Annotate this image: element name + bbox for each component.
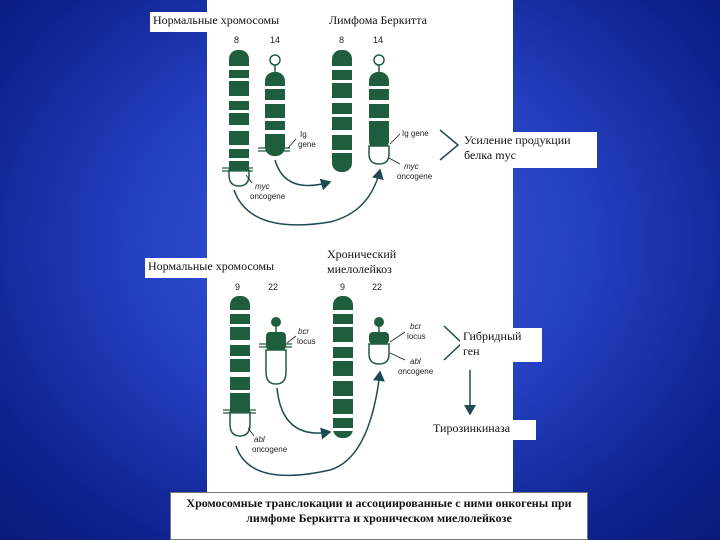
- ig-gene-label-left-2: gene: [298, 140, 316, 149]
- myc-label-left-1: myc: [255, 182, 270, 191]
- chromosome-9-translocated: [333, 296, 353, 438]
- chromosome-22-normal: [259, 317, 292, 385]
- chr-number-8-a: 8: [234, 35, 239, 45]
- arrow-bcr-to-9: [276, 387, 332, 440]
- bcr-label-right-1: bcr: [410, 322, 421, 331]
- myc-label-right-1: myc: [404, 162, 419, 171]
- chr-number-22-b: 22: [372, 282, 382, 292]
- abl-label-right-1: abl: [410, 357, 421, 366]
- arrow-myc-to-14: [233, 168, 384, 226]
- bcr-label-right-2: locus: [407, 332, 426, 341]
- arrow-abl-to-22: [235, 370, 385, 477]
- figure-caption: Хромосомные транслокации и ассоциированн…: [170, 492, 588, 540]
- abl-label-left-1: abl: [254, 435, 265, 444]
- label-tyrosine-kinase: Тирозинкиназа: [430, 420, 536, 440]
- chromosome-22-translocated: [368, 317, 390, 365]
- label-normal-chromosomes-bottom: Нормальные хромосомы: [145, 258, 307, 278]
- label-normal-chromosomes-top: Нормальные хромосомы: [150, 12, 312, 32]
- chromosome-14-normal: [258, 54, 290, 156]
- chromosome-14-translocated: [368, 54, 390, 165]
- bcr-label-left-1: bcr: [298, 327, 309, 336]
- label-burkitt-lymphoma: Лимфома Беркитта: [326, 12, 446, 32]
- chr-number-8-b: 8: [339, 35, 344, 45]
- chr-number-22-a: 22: [268, 282, 278, 292]
- myc-label-right-2: oncogene: [397, 172, 433, 181]
- chromosome-8-translocated: [332, 50, 352, 172]
- abl-label-right-2: oncogene: [398, 367, 434, 376]
- bcr-label-left-2: locus: [297, 337, 316, 346]
- label-myc-increase: Усиление продукции белка myc: [461, 132, 597, 168]
- chromosome-9-normal: [223, 296, 256, 437]
- ig-gene-label-left-1: Ig: [300, 130, 307, 139]
- abl-label-left-2: oncogene: [252, 445, 288, 454]
- chr-number-9-b: 9: [340, 282, 345, 292]
- chromosome-8-normal: [222, 50, 253, 187]
- arrow-ig-to-8: [274, 159, 332, 191]
- label-cml: Хронический миелолейкоз: [324, 246, 414, 280]
- ig-gene-label-right: Ig gene: [402, 129, 429, 138]
- chr-number-9-a: 9: [235, 282, 240, 292]
- label-hybrid-gene: Гибридный ген: [460, 328, 542, 362]
- chr-number-14-a: 14: [270, 35, 280, 45]
- chr-number-14-b: 14: [373, 35, 383, 45]
- myc-label-left-2: oncogene: [250, 192, 286, 201]
- bracket-myc-increase: [439, 129, 460, 161]
